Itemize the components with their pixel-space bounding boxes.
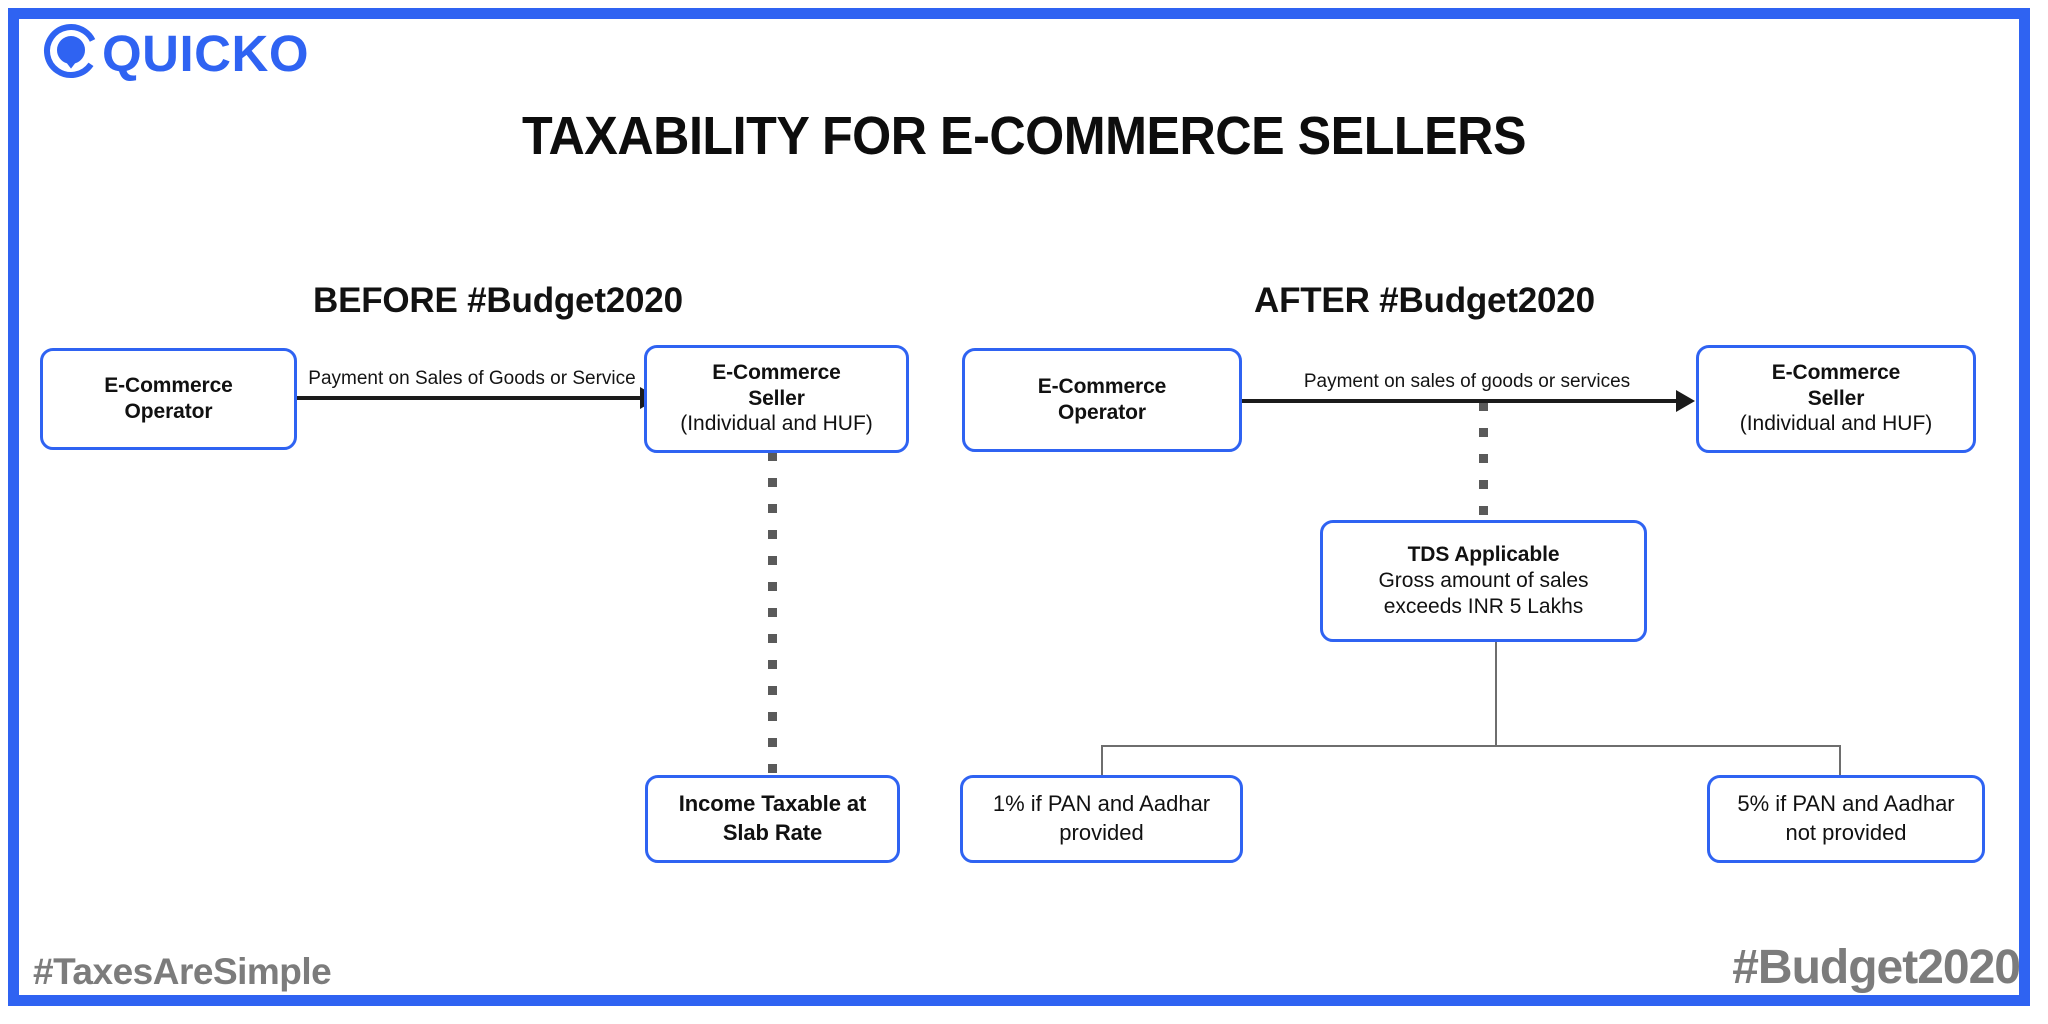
node-line: exceeds INR 5 Lakhs [1383,594,1584,618]
quicko-mark-icon [42,22,100,85]
node-before-ecommerce-operator: E-Commerce Operator [40,348,297,450]
tree-connector-right [1839,745,1841,777]
dotted-connector-after [1479,402,1488,524]
node-before-income-taxable: Income Taxable at Slab Rate [645,775,900,863]
node-line: E-Commerce [712,361,841,385]
node-line: provided [1059,820,1144,845]
node-after-pan-provided: 1% if PAN and Aadhar provided [960,775,1243,863]
node-line: Seller [1807,386,1865,410]
arrow-before-payment-line [297,396,646,400]
node-line: E-Commerce [1037,375,1167,399]
tree-connector-bar [1101,745,1841,747]
node-line: Income Taxable at [678,791,867,817]
node-line: Gross amount of sales [1378,568,1589,592]
node-line: (Individual and HUF) [680,412,873,436]
node-line: Operator [1058,401,1146,424]
arrow-after-payment-head-icon [1676,390,1695,412]
node-line: 5% if PAN and Aadhar [1737,791,1955,817]
section-heading-before: BEFORE #Budget2020 [313,281,683,320]
quicko-wordmark: QUICKO [102,24,309,82]
node-after-ecommerce-operator: E-Commerce Operator [962,348,1242,452]
node-line: E-Commerce [104,374,233,398]
node-line: E-Commerce [1771,361,1901,385]
node-after-ecommerce-seller: E-Commerce Seller (Individual and HUF) [1696,345,1976,453]
node-line: 1% if PAN and Aadhar [992,791,1211,817]
dotted-connector-before [768,452,777,780]
arrow-after-payment-line [1242,399,1682,403]
node-before-ecommerce-seller: E-Commerce Seller (Individual and HUF) [644,345,909,453]
node-after-pan-not-provided: 5% if PAN and Aadhar not provided [1707,775,1985,863]
node-line: Operator [124,400,213,423]
tree-connector-stem [1495,642,1497,746]
footer-hashtag-budget: #Budget2020 [1732,941,2021,994]
page-title: TAXABILITY FOR E-COMMERCE SELLERS [522,106,1526,166]
node-after-tds-applicable: TDS Applicable Gross amount of sales exc… [1320,520,1647,642]
quicko-logo: QUICKO [42,22,309,84]
node-line: TDS Applicable [1407,542,1560,566]
node-line: not provided [1785,820,1907,845]
arrow-after-payment-label: Payment on sales of goods or services [1303,371,1631,392]
section-heading-after: AFTER #Budget2020 [1254,281,1595,320]
node-line: Slab Rate [722,820,823,845]
node-line: (Individual and HUF) [1739,412,1933,436]
node-line: Seller [748,386,805,410]
tree-connector-left [1101,745,1103,777]
footer-hashtag-taxes: #TaxesAreSimple [33,951,332,992]
arrow-before-payment-label: Payment on Sales of Goods or Service [308,368,636,389]
